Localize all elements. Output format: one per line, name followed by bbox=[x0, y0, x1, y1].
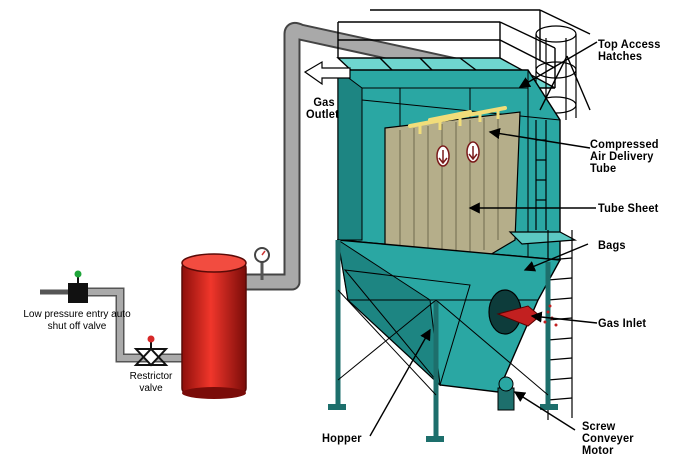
label-top-access-hatches: Top Access Hatches bbox=[598, 37, 661, 63]
air-receiver-tank bbox=[181, 253, 247, 399]
filter-bags bbox=[384, 106, 521, 263]
label-restrictor-valve: Restrictor valve bbox=[129, 371, 173, 394]
label-gas-inlet: Gas Inlet bbox=[598, 316, 647, 330]
label-compressed-air-delivery-tube: Compressed Air Delivery Tube bbox=[590, 137, 659, 175]
gas-outlet-arrow-icon bbox=[303, 60, 351, 86]
label-bags: Bags bbox=[598, 238, 626, 252]
hopper bbox=[328, 238, 562, 442]
label-gas-outlet: Gas Outlet bbox=[306, 95, 340, 121]
callout-lines bbox=[369, 41, 598, 437]
pressure-gauge-icon bbox=[254, 247, 270, 280]
screw-conveyor-motor bbox=[497, 376, 515, 411]
label-tube-sheet: Tube Sheet bbox=[598, 201, 659, 215]
label-screw-conveyer-motor: Screw Conveyer Motor bbox=[582, 419, 634, 457]
gas-inlet bbox=[488, 289, 558, 335]
restrictor-valve bbox=[133, 335, 169, 367]
low-pressure-valve bbox=[40, 270, 88, 303]
label-low-pressure-valve: Low pressure entry auto shut off valve bbox=[23, 309, 131, 332]
label-hopper: Hopper bbox=[322, 431, 362, 445]
